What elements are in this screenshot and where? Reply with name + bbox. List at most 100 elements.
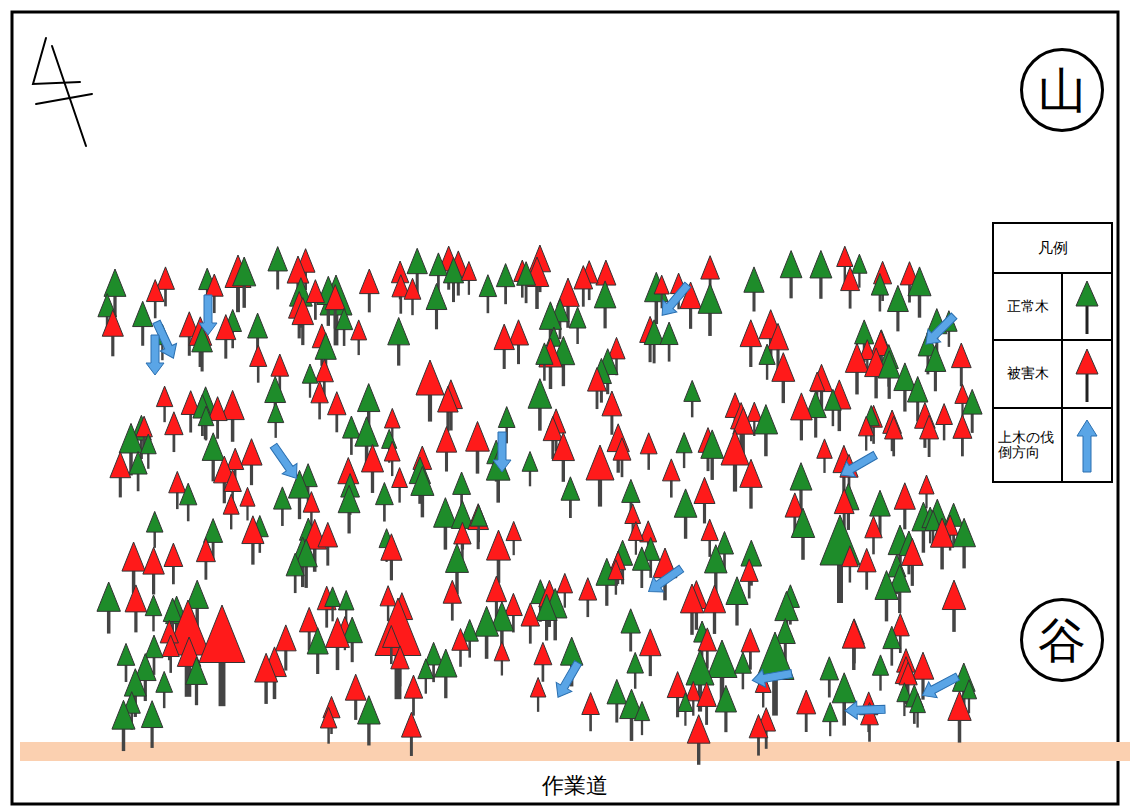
tree bbox=[122, 542, 145, 593]
legend-frame bbox=[993, 223, 1112, 482]
tree bbox=[198, 406, 214, 440]
tree bbox=[919, 475, 934, 508]
tree bbox=[461, 262, 476, 295]
tree bbox=[953, 518, 976, 568]
felling-arrow bbox=[146, 335, 164, 375]
tree bbox=[429, 253, 447, 293]
tree bbox=[506, 521, 521, 555]
felling-arrow bbox=[919, 309, 960, 350]
tree bbox=[268, 247, 287, 290]
mark-text: 山 bbox=[1038, 64, 1086, 117]
tree bbox=[894, 483, 915, 530]
tree bbox=[470, 505, 487, 542]
tree bbox=[676, 433, 692, 468]
tree bbox=[392, 468, 408, 503]
tree bbox=[521, 603, 540, 644]
tree bbox=[734, 652, 751, 689]
circle-mark: 山 bbox=[1020, 48, 1104, 132]
tree bbox=[307, 628, 328, 674]
tree bbox=[156, 386, 172, 422]
felling-arrow bbox=[655, 279, 695, 321]
felling-arrow bbox=[643, 561, 686, 599]
tree bbox=[250, 345, 267, 383]
tree bbox=[146, 280, 164, 319]
tree bbox=[825, 389, 842, 426]
felling-arrow bbox=[493, 432, 511, 472]
tree bbox=[199, 605, 245, 706]
tree bbox=[487, 530, 511, 583]
tree bbox=[435, 649, 457, 698]
tree bbox=[740, 320, 761, 367]
legend-arrow bbox=[1077, 420, 1097, 472]
tree bbox=[268, 403, 284, 438]
tree bbox=[845, 343, 868, 394]
tree bbox=[426, 284, 447, 330]
tree bbox=[948, 691, 971, 742]
tree bbox=[241, 439, 262, 485]
tree-group bbox=[97, 245, 982, 765]
work-road-band bbox=[20, 742, 1130, 761]
tree bbox=[466, 422, 490, 474]
tree bbox=[698, 284, 722, 336]
tree bbox=[404, 675, 422, 716]
tree bbox=[820, 515, 860, 603]
tree bbox=[303, 492, 319, 528]
tree bbox=[634, 702, 649, 736]
tree bbox=[522, 452, 538, 487]
tree bbox=[772, 353, 795, 403]
tree bbox=[494, 324, 514, 369]
tree bbox=[674, 489, 697, 539]
legend-title: 凡例 bbox=[1038, 240, 1068, 257]
tree bbox=[875, 571, 898, 622]
legend-normal-tree bbox=[1076, 281, 1098, 334]
tree bbox=[496, 264, 514, 305]
tree bbox=[842, 546, 859, 583]
tree bbox=[797, 690, 816, 732]
tree bbox=[613, 438, 631, 477]
tree bbox=[534, 642, 552, 681]
tree bbox=[701, 430, 724, 480]
tree bbox=[588, 368, 607, 410]
tree bbox=[632, 547, 651, 588]
tree bbox=[391, 646, 409, 686]
tree bbox=[621, 609, 640, 652]
tree bbox=[326, 618, 350, 670]
tree bbox=[443, 258, 463, 302]
tree bbox=[343, 416, 361, 455]
felling-arrow bbox=[266, 440, 304, 483]
frame bbox=[12, 12, 1118, 804]
tree bbox=[749, 715, 768, 756]
tree bbox=[726, 577, 748, 626]
tree bbox=[857, 548, 876, 589]
legend-damaged-tree bbox=[1076, 349, 1098, 402]
felling-arrow bbox=[845, 700, 886, 719]
tree bbox=[910, 693, 926, 728]
tree bbox=[162, 635, 179, 673]
tree bbox=[517, 262, 536, 303]
tree bbox=[436, 427, 456, 472]
tree bbox=[292, 298, 314, 346]
tree bbox=[817, 439, 832, 473]
tree bbox=[561, 477, 580, 518]
tree bbox=[242, 516, 264, 565]
legend-title-cell: 凡例 bbox=[994, 224, 1111, 272]
tree bbox=[376, 483, 394, 522]
tree bbox=[687, 715, 710, 765]
tree bbox=[443, 580, 461, 620]
tree bbox=[418, 659, 434, 694]
tree bbox=[775, 591, 798, 642]
tree bbox=[143, 547, 164, 594]
tree bbox=[359, 269, 379, 312]
tree bbox=[872, 655, 888, 691]
tree bbox=[233, 257, 256, 308]
tree bbox=[156, 671, 173, 708]
felling-arrow bbox=[199, 295, 217, 335]
tree bbox=[780, 251, 802, 299]
tree bbox=[953, 415, 972, 457]
tree bbox=[325, 587, 341, 621]
tree bbox=[401, 712, 421, 756]
tree bbox=[740, 459, 762, 508]
tree bbox=[582, 693, 600, 732]
tree bbox=[684, 380, 701, 417]
tree bbox=[528, 379, 552, 431]
